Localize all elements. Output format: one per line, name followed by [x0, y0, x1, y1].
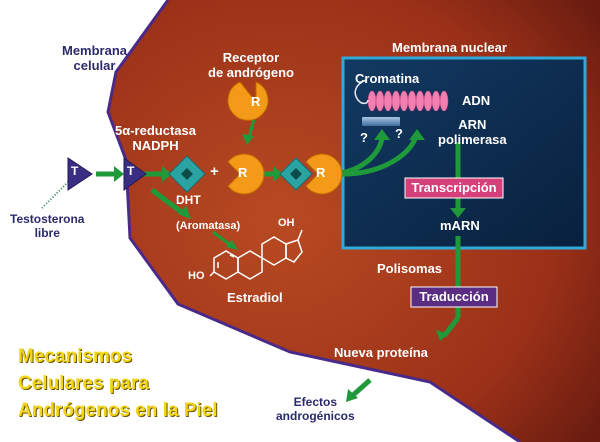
- question-mark-1: ?: [360, 130, 368, 145]
- oh-label: OH: [278, 217, 295, 229]
- r-symbol-middle: R: [238, 165, 248, 180]
- t-symbol-inside: T: [127, 164, 135, 178]
- transcripcion-box-bg: [404, 177, 504, 199]
- transcripcion-box: Transcripción: [411, 180, 497, 195]
- traduccion-box-bg: [410, 286, 498, 308]
- title-line-3: Andrógenos en la Piel: [18, 400, 218, 421]
- testosterona-libre-icon: [67, 157, 93, 191]
- cromatina-label: Cromatina: [355, 71, 420, 86]
- traduccion-box: Traducción: [419, 289, 489, 304]
- reductasa-label: 5α-reductasa NADPH: [115, 123, 196, 153]
- nucleus-box: [341, 56, 587, 250]
- plus-sign: +: [210, 163, 219, 180]
- ho-label: HO: [188, 270, 205, 282]
- estradiol-structure: [209, 229, 303, 280]
- receptor-middle-icon: [227, 153, 265, 195]
- membrana-nuclear-label: Membrana nuclear: [392, 40, 507, 55]
- testosterona-label: Testosterona libre: [10, 212, 85, 240]
- receptor-bound-icon: [305, 153, 343, 195]
- efectos-androgenicos-label: Efectos androgénicos: [276, 395, 355, 423]
- title-line-1: Mecanismos: [18, 346, 133, 367]
- arrow-efectos: [350, 378, 372, 398]
- receptor-label: Receptor de andrógeno: [208, 50, 294, 80]
- arrow-complex-to-dna-2: [335, 135, 419, 177]
- testosterona-dotted-line: [41, 179, 71, 209]
- arn-polimerasa-label: ARN polimerasa: [438, 117, 507, 147]
- nueva-proteina-label: Nueva proteína: [334, 345, 428, 360]
- polisomas-label: Polisomas: [377, 261, 443, 276]
- arrow-to-aromatasa: [150, 188, 186, 216]
- estradiol-label: Estradiol: [227, 290, 283, 305]
- arrow-to-proteina: [442, 316, 460, 338]
- receptor-free-icon: [227, 81, 269, 121]
- aromatasa-label: (Aromatasa): [176, 220, 241, 232]
- r-symbol-bound: R: [316, 165, 326, 180]
- dht-label: DHT: [176, 193, 201, 207]
- arrow-aromatasa-to-estradiol: [212, 230, 233, 248]
- question-mark-2: ?: [395, 126, 403, 141]
- title-line-2: Celulares para: [18, 373, 149, 394]
- testosterona-intracellular-icon: [123, 157, 147, 191]
- chromatin-strand: [354, 79, 369, 105]
- dna-binding-bar: [362, 117, 400, 126]
- chromatin-dna: [367, 90, 449, 112]
- cell-membrane: [106, 0, 521, 442]
- t-symbol-free: T: [71, 164, 79, 178]
- membrana-celular-label: Membrana celular: [62, 43, 128, 73]
- marn-label: mARN: [440, 218, 480, 233]
- adn-label: ADN: [462, 93, 491, 108]
- r-symbol-free: R: [251, 94, 261, 109]
